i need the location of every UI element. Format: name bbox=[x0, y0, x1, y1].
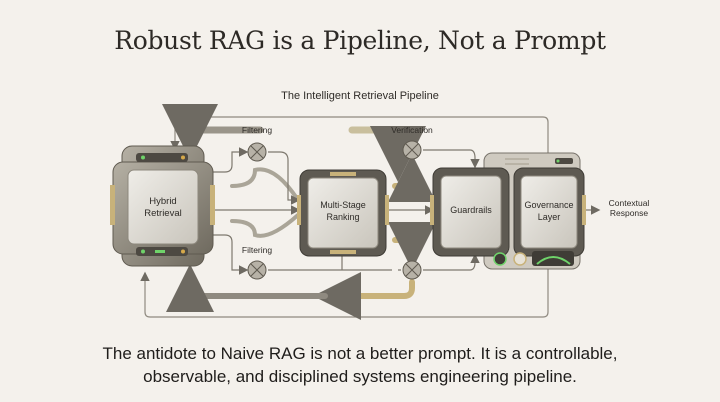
gauges bbox=[493, 251, 574, 266]
filter-junctions bbox=[247, 140, 422, 280]
ranking-label-1: Multi-Stage bbox=[320, 200, 366, 210]
verification-label: Verification bbox=[391, 125, 433, 135]
multi-stage-ranking-node[interactable]: Multi-Stage Ranking bbox=[297, 169, 389, 257]
slide-title: Robust RAG is a Pipeline, Not a Prompt bbox=[114, 26, 606, 55]
caption-line-2: observable, and disciplined systems engi… bbox=[143, 367, 577, 386]
caption-line-1: The antidote to Naive RAG is not a bette… bbox=[102, 344, 618, 363]
diagram-heading: The Intelligent Retrieval Pipeline bbox=[281, 90, 439, 102]
guardrails-node[interactable]: Guardrails bbox=[430, 167, 510, 257]
output-label-1: Contextual bbox=[609, 198, 650, 208]
hybrid-retrieval-node[interactable]: Hybrid Retrieval bbox=[110, 145, 215, 267]
governance-label-1: Governance bbox=[524, 200, 573, 210]
thick-flow-arrows bbox=[162, 104, 436, 320]
filtering-bottom-junction bbox=[247, 260, 267, 280]
merge-junction bbox=[402, 260, 422, 280]
slide-caption: The antidote to Naive RAG is not a bette… bbox=[0, 342, 720, 388]
verification-junction bbox=[402, 140, 422, 160]
output-label-2: Response bbox=[610, 208, 649, 218]
hybrid-retrieval-label-1: Hybrid bbox=[149, 196, 176, 207]
governance-layer-node[interactable]: Governance Layer bbox=[513, 167, 586, 257]
filtering-top-label: Filtering bbox=[242, 125, 273, 135]
governance-label-2: Layer bbox=[538, 212, 561, 222]
ranking-label-2: Ranking bbox=[326, 212, 359, 222]
filtering-top-junction bbox=[247, 142, 267, 162]
filtering-bottom-label: Filtering bbox=[242, 245, 273, 255]
hybrid-retrieval-label-2: Retrieval bbox=[144, 208, 182, 219]
guardrails-label: Guardrails bbox=[450, 205, 492, 215]
connectors bbox=[205, 147, 601, 275]
